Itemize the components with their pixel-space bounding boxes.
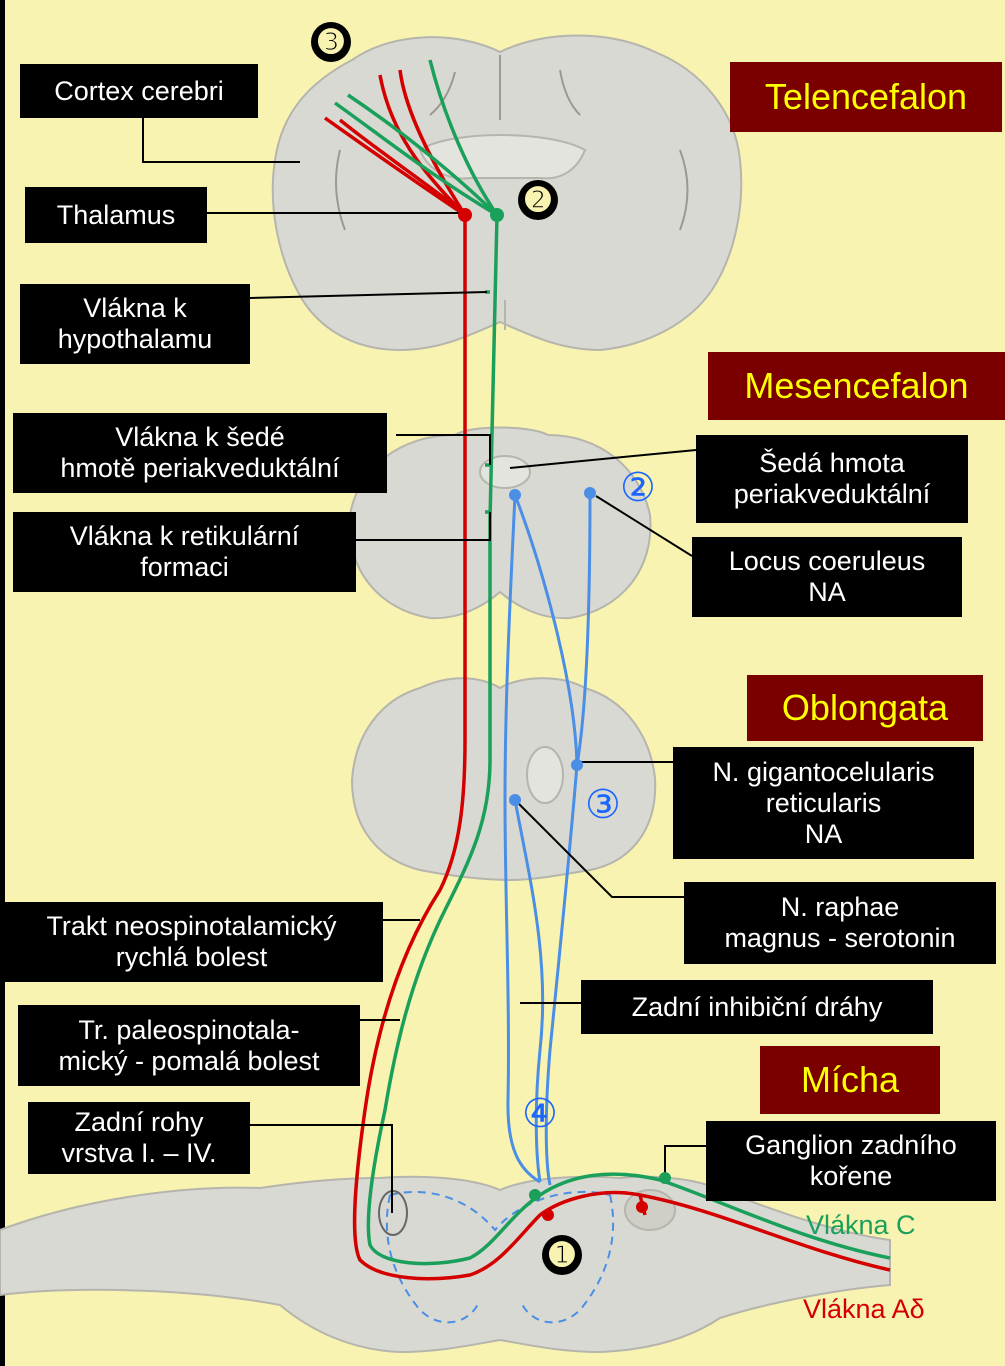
label-line: mický - pomalá bolest [58,1046,319,1077]
label-dorsal-root-ganglion: Ganglion zadního kořene [706,1121,996,1201]
marker-1-black: ➊ [542,1235,582,1275]
region-oblongata-text: Oblongata [782,687,948,729]
label-line: N. raphae [781,892,900,923]
label-line: formaci [140,552,229,583]
label-reticular-fibers: Vlákna k retikulární formaci [13,512,356,592]
label-raphe-magnus: N. raphae magnus - serotonin [684,882,996,964]
region-micha: Mícha [760,1046,940,1114]
spinal-cord-section [0,1177,890,1352]
label-neospinothalamic: Trakt neospinotalamický rychlá bolest [0,902,383,982]
label-hypothalamus-fibers: Vlákna k hypothalamu [20,284,250,364]
label-inhibitory-text: Zadní inhibiční dráhy [632,992,883,1023]
label-line: vrstva I. – IV. [61,1138,216,1169]
label-cortex-cerebri: Cortex cerebri [20,64,258,118]
label-line: rychlá bolest [116,942,268,973]
label-line: NA [808,577,846,608]
label-gigantocellular: N. gigantocelularis reticularis NA [673,747,974,859]
marker-3-black: ➌ [311,22,351,62]
label-periaqueductal-gray: Šedá hmota periakveduktální [696,435,968,523]
marker-4-blue: ④ [522,1094,558,1134]
label-inhibitory-pathways: Zadní inhibiční dráhy [581,980,933,1034]
telencephalon-section [273,36,741,351]
label-line: Tr. paleospinotala- [78,1015,299,1046]
label-dorsal-horns: Zadní rohy vrstva I. – IV. [28,1102,250,1174]
label-line: Zadní rohy [74,1107,203,1138]
fiber-c-label: Vlákna C [806,1210,916,1241]
label-line: Vlákna k šedé [115,422,285,453]
label-line: Ganglion zadního [745,1130,957,1161]
label-line: hypothalamu [58,324,213,355]
region-mesencefalon-text: Mesencefalon [744,365,968,407]
label-line: NA [805,819,843,850]
label-line: Vlákna k retikulární [70,521,300,552]
region-telencefalon: Telencefalon [730,62,1002,132]
label-line: Šedá hmota [759,448,905,479]
label-thalamus-text: Thalamus [57,200,176,231]
marker-3-text: ➌ [318,25,343,60]
label-line: kořene [810,1161,893,1192]
left-border [0,0,5,1366]
label-thalamus: Thalamus [25,187,207,243]
label-cortex-text: Cortex cerebri [54,76,224,107]
mesencephalon-section [350,428,651,619]
marker-2-text: ➋ [525,183,550,218]
label-line: periakveduktální [734,479,931,510]
marker-3-blue: ③ [585,785,621,825]
label-line: hmotě periakveduktální [60,453,339,484]
label-paleospinothalamic: Tr. paleospinotala- mický - pomalá boles… [18,1005,360,1086]
region-telencefalon-text: Telencefalon [765,76,967,118]
label-line: magnus - serotonin [724,923,955,954]
label-line: N. gigantocelularis [712,757,934,788]
label-locus-coeruleus: Locus coeruleus NA [692,537,962,617]
marker-1-text: ➊ [549,1238,574,1273]
region-mesencefalon: Mesencefalon [708,352,1005,420]
label-line: Trakt neospinotalamický [46,911,336,942]
label-pag-fibers: Vlákna k šedé hmotě periakveduktální [13,413,387,493]
marker-2-black: ➋ [518,180,558,220]
marker-2-blue: ② [620,468,656,508]
fiber-ad-label: Vlákna Aδ [803,1294,925,1325]
label-line: Vlákna k [83,293,187,324]
label-line: reticularis [766,788,882,819]
label-line: Locus coeruleus [729,546,926,577]
region-oblongata: Oblongata [747,675,983,741]
region-micha-text: Mícha [801,1059,899,1101]
